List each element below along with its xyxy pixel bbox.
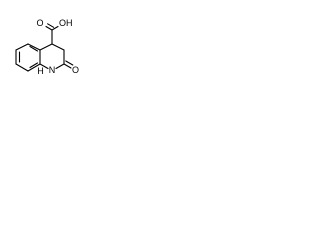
double-bond-inner bbox=[29, 45, 39, 52]
carboxylic-acid-group bbox=[45, 23, 59, 45]
nitrogen-hydrogen-label: H bbox=[37, 66, 44, 76]
bond bbox=[63, 63, 72, 69]
hydroxyl-label: OH bbox=[59, 18, 73, 28]
carbonyl-oxygen-label: O bbox=[72, 65, 79, 75]
bond bbox=[51, 43, 65, 51]
ring-nitrogen-label: N bbox=[49, 65, 56, 75]
bond bbox=[55, 63, 65, 70]
bond bbox=[15, 43, 29, 51]
bond bbox=[39, 63, 49, 70]
bond bbox=[65, 60, 74, 66]
bond bbox=[47, 23, 55, 28]
bond bbox=[15, 63, 29, 72]
bond bbox=[27, 43, 41, 51]
carboxyl-oxygen-label: O bbox=[36, 18, 43, 28]
bond bbox=[39, 43, 53, 51]
bond bbox=[27, 63, 41, 72]
double-bond-inner bbox=[29, 62, 39, 69]
carbonyl-group bbox=[63, 60, 74, 69]
bond bbox=[51, 25, 59, 31]
benzene-ring bbox=[15, 43, 41, 72]
bond bbox=[45, 25, 53, 31]
lactam-ring bbox=[39, 43, 65, 70]
chemical-structure-diagram: O OH N H O bbox=[15, 18, 79, 76]
